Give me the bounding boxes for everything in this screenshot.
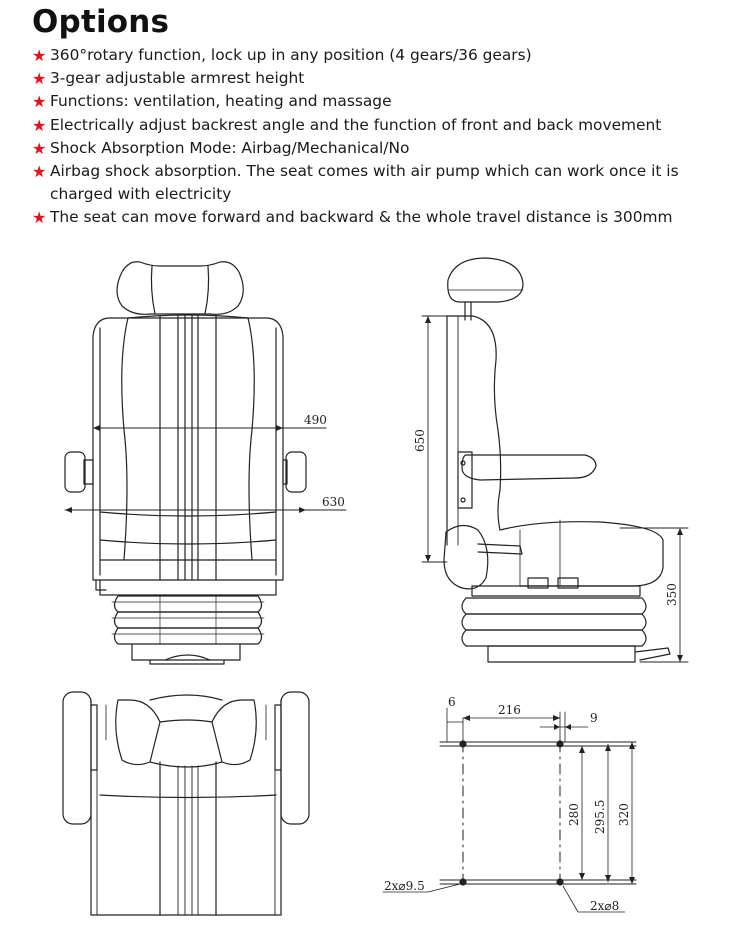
options-list: ★360°rotary function, lock up in any pos… [32, 44, 737, 230]
star-icon: ★ [32, 138, 47, 158]
star-icon: ★ [32, 69, 47, 89]
dim-edge-offset: 6 [448, 695, 456, 709]
dim-hole-a: 2x⌀9.5 [384, 879, 425, 893]
mounting-pattern [382, 707, 637, 913]
star-icon: ★ [32, 92, 47, 112]
star-icon: ★ [32, 162, 47, 182]
option-item: ★Airbag shock absorption. The seat comes… [32, 162, 679, 204]
dim-hole-spacing-y1: 280 [567, 803, 581, 826]
star-icon: ★ [32, 208, 47, 228]
dim-hole-spacing-y3: 320 [617, 803, 631, 826]
option-item: ★The seat can move forward and backward … [32, 208, 673, 228]
option-item: ★Shock Absorption Mode: Airbag/Mechanica… [32, 138, 410, 158]
front-view [64, 261, 347, 665]
side-view [421, 257, 689, 663]
top-view [62, 691, 310, 916]
option-item: ★Functions: ventilation, heating and mas… [32, 92, 392, 112]
star-icon: ★ [32, 46, 47, 65]
dim-base-height: 350 [665, 583, 679, 606]
star-icon: ★ [32, 115, 47, 135]
dim-slot-width: 9 [590, 711, 598, 725]
page-title: Options [32, 4, 170, 40]
option-item: ★Electrically adjust backrest angle and … [32, 115, 662, 135]
option-item: ★360°rotary function, lock up in any pos… [32, 46, 532, 65]
dim-front-width: 490 [304, 413, 327, 427]
dim-height: 650 [413, 429, 427, 452]
dim-hole-b: 2x⌀8 [590, 899, 619, 913]
dim-hole-spacing-y2: 295.5 [593, 800, 607, 834]
option-item: ★3-gear adjustable armrest height [32, 69, 305, 89]
dim-hole-spacing-x: 216 [498, 703, 521, 717]
dim-overall-width: 630 [322, 495, 345, 509]
